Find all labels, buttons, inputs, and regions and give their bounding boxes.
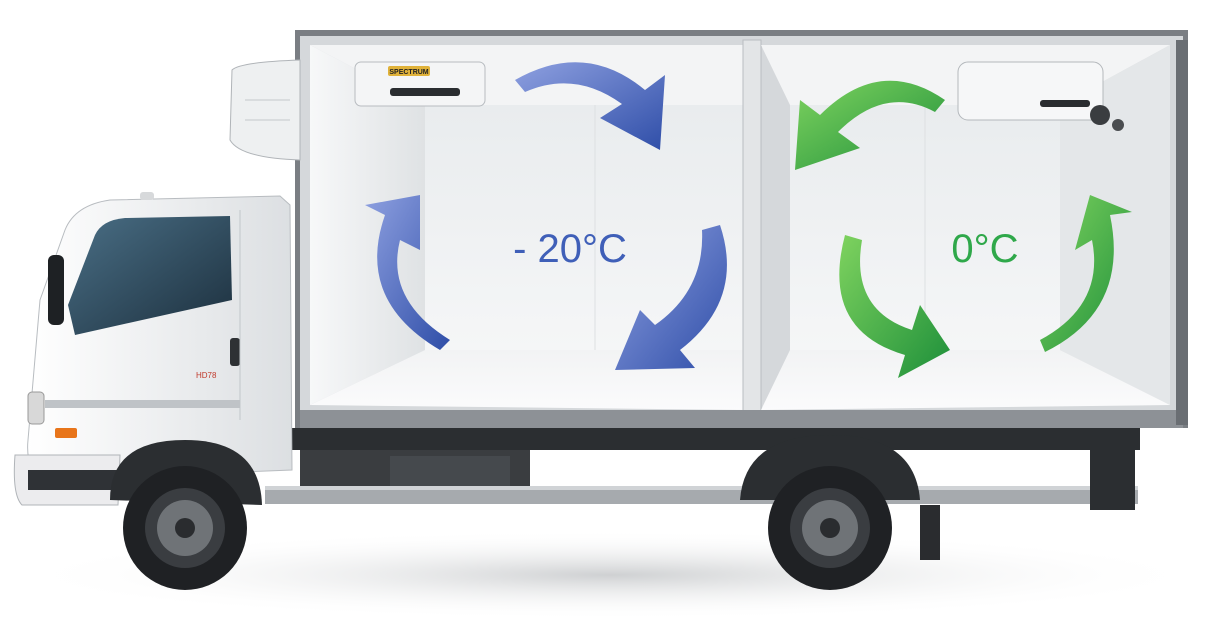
arrow-bottom-right-icon bbox=[839, 235, 950, 378]
roof-condenser-unit bbox=[229, 59, 301, 161]
compartment-divider bbox=[742, 39, 762, 416]
arrow-top-left-icon bbox=[795, 80, 945, 170]
frozen-airflow-arrows bbox=[365, 62, 727, 370]
arrow-top-right-icon bbox=[515, 62, 665, 150]
headlight bbox=[27, 391, 45, 425]
spectrum-label-plate bbox=[388, 66, 430, 76]
ground-shadow bbox=[10, 530, 1210, 620]
cab: HD78 bbox=[13, 192, 293, 506]
chilled-airflow-arrows bbox=[795, 80, 1132, 378]
windshield bbox=[68, 216, 232, 335]
front-evaporator-unit: SPECTRUM bbox=[354, 61, 486, 107]
side-mirror bbox=[48, 255, 64, 325]
arrow-left-up-icon bbox=[365, 195, 450, 350]
rear-evaporator-unit bbox=[957, 61, 1124, 131]
reefer-brand-label: SPECTRUM bbox=[389, 69, 428, 76]
arrow-right-up-icon bbox=[1040, 195, 1132, 352]
chilled-temperature-label: 0°C bbox=[951, 227, 1018, 271]
rear-wheel bbox=[740, 435, 920, 590]
indicator-light bbox=[55, 428, 77, 438]
frozen-temperature-label: - 20°C bbox=[513, 227, 627, 271]
model-badge: HD78 bbox=[196, 371, 217, 380]
arrow-right-down-icon bbox=[615, 225, 727, 370]
door-handle bbox=[230, 338, 240, 366]
front-wheel bbox=[110, 440, 262, 590]
frozen-left-wall bbox=[310, 45, 425, 405]
chilled-floor bbox=[761, 350, 1170, 410]
